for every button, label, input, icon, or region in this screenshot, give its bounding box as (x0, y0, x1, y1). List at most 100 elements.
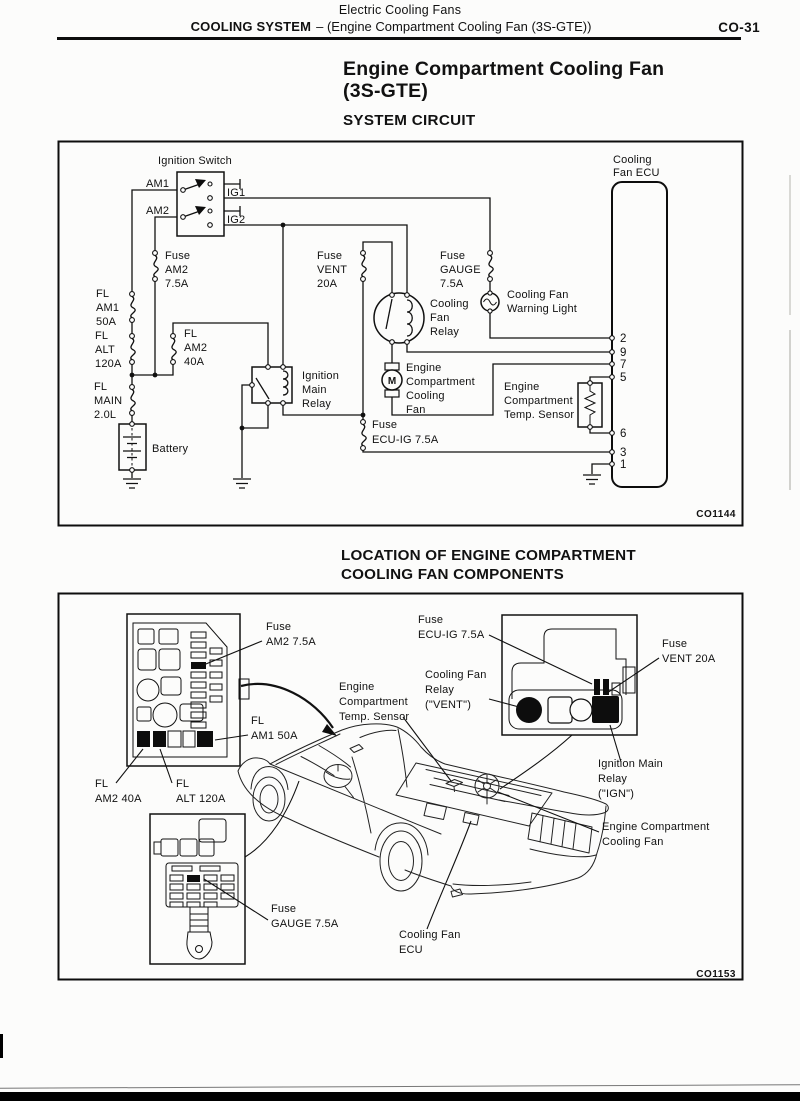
figure-code-co1144: CO1144 (696, 509, 736, 520)
svg-text:ECU-IG 7.5A: ECU-IG 7.5A (372, 434, 439, 446)
figure-code-co1153: CO1153 (696, 969, 736, 980)
svg-text:Engine: Engine (504, 381, 539, 393)
svg-text:FL: FL (95, 778, 108, 790)
label-fl-am2: FL AM2 40A (184, 328, 207, 368)
svg-text:Temp. Sensor: Temp. Sensor (504, 409, 574, 421)
label-am1: AM1 (146, 178, 169, 190)
svg-text:VENT: VENT (317, 264, 347, 276)
svg-text:Ignition: Ignition (302, 370, 339, 382)
svg-text:20A: 20A (317, 278, 338, 290)
label-ignition-switch: Ignition Switch (158, 155, 232, 167)
ignition-main-relay-symbol (249, 364, 293, 406)
svg-text:50A: 50A (96, 316, 117, 328)
svg-text:Relay: Relay (430, 326, 459, 338)
svg-text:Cooling Fan: Cooling Fan (399, 929, 461, 941)
svg-text:Engine: Engine (339, 681, 374, 693)
engine-fan-item (474, 773, 500, 805)
svg-text:7.5A: 7.5A (165, 278, 189, 290)
fuse-slots (190, 631, 223, 729)
label-loc-fuse-am2: Fuse AM2 7.5A (266, 621, 316, 648)
label-fuse-am2: Fuse AM2 7.5A (165, 250, 190, 290)
label-cooling-fan-ecu: Cooling Fan ECU (613, 154, 660, 179)
label-loc-fuse-ecu-ig: Fuse ECU-IG 7.5A (418, 614, 485, 641)
svg-text:Fan: Fan (430, 312, 450, 324)
fuse-ecu-ig-item (594, 679, 600, 695)
svg-text:Engine: Engine (406, 362, 441, 374)
scan-edge-mark (789, 175, 791, 315)
location-figure: Fuse AM2 7.5A FL AM1 50A FL AM2 40A FL A… (57, 592, 745, 982)
svg-text:Relay: Relay (598, 773, 627, 785)
ignition-main-relay-item (592, 696, 619, 723)
svg-text:40A: 40A (184, 356, 205, 368)
label-loc-cooling-fan-relay: Cooling Fan Relay ("VENT") (425, 669, 487, 711)
svg-text:Fan ECU: Fan ECU (613, 167, 660, 179)
svg-text:FL: FL (184, 328, 197, 340)
scan-bottom-bar (0, 1092, 800, 1101)
svg-text:FL: FL (96, 288, 109, 300)
svg-text:Compartment: Compartment (504, 395, 573, 407)
svg-text:FL: FL (176, 778, 189, 790)
scan-bottom-line (0, 1084, 800, 1089)
svg-text:AM2 7.5A: AM2 7.5A (266, 636, 316, 648)
svg-text:VENT 20A: VENT 20A (662, 653, 716, 665)
label-loc-fl-am1: FL AM1 50A (251, 715, 298, 742)
svg-text:FL: FL (95, 330, 108, 342)
label-ig2: IG2 (227, 214, 245, 226)
svg-text:AM1: AM1 (96, 302, 119, 314)
svg-text:Fan: Fan (406, 404, 426, 416)
svg-text:Temp. Sensor: Temp. Sensor (339, 711, 409, 723)
svg-text:Cooling: Cooling (406, 390, 445, 402)
cooling-fan-ecu-connector (609, 181, 668, 488)
svg-text:("IGN"): ("IGN") (598, 788, 634, 800)
svg-text:2.0L: 2.0L (94, 409, 116, 421)
svg-text:FL: FL (94, 381, 107, 393)
ecu-pin-numbers: 2 9 7 5 6 3 1 (620, 333, 626, 471)
circuit-frame (57, 140, 744, 527)
relay-box-detail (501, 614, 638, 736)
column-detail-box (149, 813, 246, 965)
svg-text:5: 5 (620, 372, 626, 384)
label-loc-fl-am2: FL AM2 40A (95, 778, 142, 805)
label-fl-main: FL MAIN 2.0L (94, 381, 122, 421)
svg-text:7: 7 (620, 359, 626, 371)
header-section-suffix: – (Engine Compartment Cooling Fan (3S-GT… (316, 19, 592, 34)
fusible-link-row (137, 730, 213, 748)
svg-text:Fuse: Fuse (440, 250, 465, 262)
svg-text:AM1 50A: AM1 50A (251, 730, 298, 742)
junction-dots (129, 222, 366, 431)
svg-text:Warning Light: Warning Light (507, 303, 577, 315)
circuit-wires (131, 179, 612, 478)
svg-text:120A: 120A (95, 358, 122, 370)
location-heading-line2: COOLING FAN COMPONENTS (341, 566, 564, 583)
svg-text:7.5A: 7.5A (440, 278, 464, 290)
svg-text:Relay: Relay (425, 684, 454, 696)
svg-text:9: 9 (620, 347, 626, 359)
location-heading: LOCATION OF ENGINE COMPARTMENT COOLING F… (341, 546, 636, 584)
system-circuit-svg: M Igni (57, 140, 744, 527)
label-loc-fuse-vent: Fuse VENT 20A (662, 638, 716, 665)
label-ig1: IG1 (227, 187, 245, 199)
svg-text:Main: Main (302, 384, 327, 396)
label-warning-light: Cooling Fan Warning Light (507, 289, 577, 315)
label-loc-ignition-main-relay: Ignition Main Relay ("IGN") (598, 758, 663, 800)
car-illustration (237, 723, 609, 898)
label-fuse-vent: Fuse VENT 20A (317, 250, 347, 290)
label-temp-sensor: Engine Compartment Temp. Sensor (504, 381, 574, 421)
svg-text:6: 6 (620, 428, 626, 440)
svg-text:AM2: AM2 (184, 342, 207, 354)
svg-text:ALT 120A: ALT 120A (176, 793, 226, 805)
temp-sensor-item (445, 779, 463, 792)
label-loc-temp-sensor: Engine Compartment Temp. Sensor (339, 681, 409, 723)
svg-text:Fuse: Fuse (372, 419, 397, 431)
label-fuse-gauge: Fuse GAUGE 7.5A (440, 250, 481, 290)
label-engine-fan: Engine Compartment Cooling Fan (406, 362, 475, 416)
cooling-fan-ecu-item (462, 812, 480, 826)
svg-text:Cooling: Cooling (430, 298, 469, 310)
svg-text:Compartment: Compartment (339, 696, 408, 708)
label-loc-cooling-fan-ecu: Cooling Fan ECU (399, 929, 461, 956)
svg-text:Cooling Fan: Cooling Fan (425, 669, 487, 681)
svg-text:("VENT"): ("VENT") (425, 699, 471, 711)
location-heading-line1: LOCATION OF ENGINE COMPARTMENT (341, 547, 636, 564)
svg-text:Ignition Main: Ignition Main (598, 758, 663, 770)
